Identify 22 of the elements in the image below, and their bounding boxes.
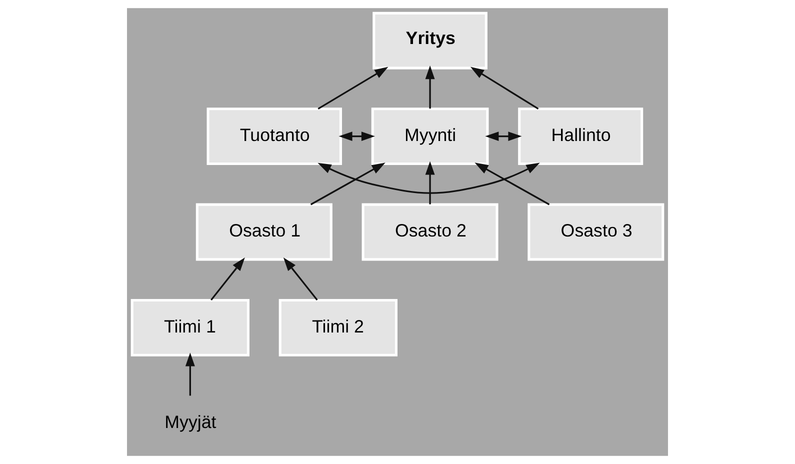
node-text: Myyjät	[164, 412, 216, 432]
node-box: Tuotanto	[206, 108, 342, 166]
node-box: Tiimi 1	[130, 299, 250, 356]
node-box: Osasto 3	[528, 203, 664, 261]
node-box: Yritys	[372, 12, 488, 70]
arrow	[210, 258, 245, 300]
arrow	[474, 162, 550, 206]
arrow	[318, 162, 540, 194]
arrow	[283, 258, 318, 300]
arrow	[425, 66, 435, 109]
node-box: Myynti	[371, 108, 489, 166]
node-box: Osasto 2	[362, 203, 498, 261]
arrow	[310, 162, 386, 206]
arrow	[485, 132, 522, 142]
arrow	[185, 352, 195, 396]
node-box: Tiimi 2	[278, 299, 398, 356]
arrow	[470, 66, 539, 110]
arrow	[425, 161, 435, 204]
node-box: Hallinto	[518, 108, 644, 166]
node-box: Osasto 1	[196, 203, 332, 261]
arrow	[338, 132, 375, 142]
arrow	[318, 66, 388, 110]
